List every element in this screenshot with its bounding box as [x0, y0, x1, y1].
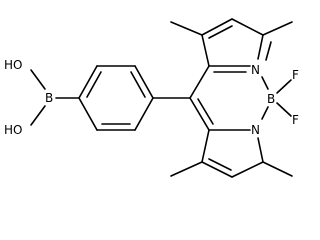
bond-ph1: [78, 65, 98, 99]
bond-ph3: [134, 65, 154, 99]
bond-b-f1: [276, 79, 292, 94]
bond-o1-b: [30, 69, 46, 90]
bond-tp4: [257, 34, 264, 60]
bond-bp2: [201, 161, 233, 178]
bond-n2-b: [261, 106, 269, 120]
bond-tp2-double: [208, 25, 233, 39]
atom-labels: HO HO B N N B F F: [4, 58, 299, 137]
bond-bp1: [201, 129, 210, 163]
bond-ph6: [78, 97, 98, 131]
label-n-bottom: N: [251, 123, 260, 137]
bond-ph4: [134, 97, 154, 131]
bond-ph-inner2: [130, 71, 146, 98]
label-oh-top: HO: [4, 58, 22, 72]
bond-bp2-double: [208, 158, 232, 171]
bond-ph-inner1: [86, 71, 102, 98]
bonds: [30, 18, 293, 178]
bond-meso-c1: [189, 65, 210, 99]
label-f-bottom: F: [292, 113, 299, 127]
bond-bp-methyl-left: [170, 161, 203, 177]
label-f-top: F: [292, 68, 299, 82]
bond-tp3: [231, 18, 264, 36]
bond-bp4: [257, 137, 264, 163]
label-center-b: B: [267, 92, 275, 106]
bond-bp3: [231, 161, 264, 178]
structure-diagram: HO HO B N N B F F: [4, 18, 299, 178]
label-boronic-b: B: [45, 91, 53, 105]
bond-tp2: [201, 18, 233, 36]
bond-n1-b: [261, 76, 269, 90]
molecule-drawing: HO HO B N N B F F: [4, 18, 299, 178]
bond-b-f2: [276, 102, 292, 117]
bond-bp-methyl-right: [262, 161, 293, 177]
bond-tp1: [201, 34, 210, 67]
bond-o2-b: [30, 105, 46, 126]
bond-meso-c2: [189, 97, 210, 131]
bond-tp4-double: [265, 41, 272, 61]
bond-tp-methyl-left: [170, 21, 203, 36]
label-oh-bottom: HO: [4, 123, 22, 137]
bond-meso-c2-double: [197, 98, 214, 125]
label-n-top: N: [251, 63, 260, 77]
bond-tp-methyl-right: [262, 21, 293, 36]
